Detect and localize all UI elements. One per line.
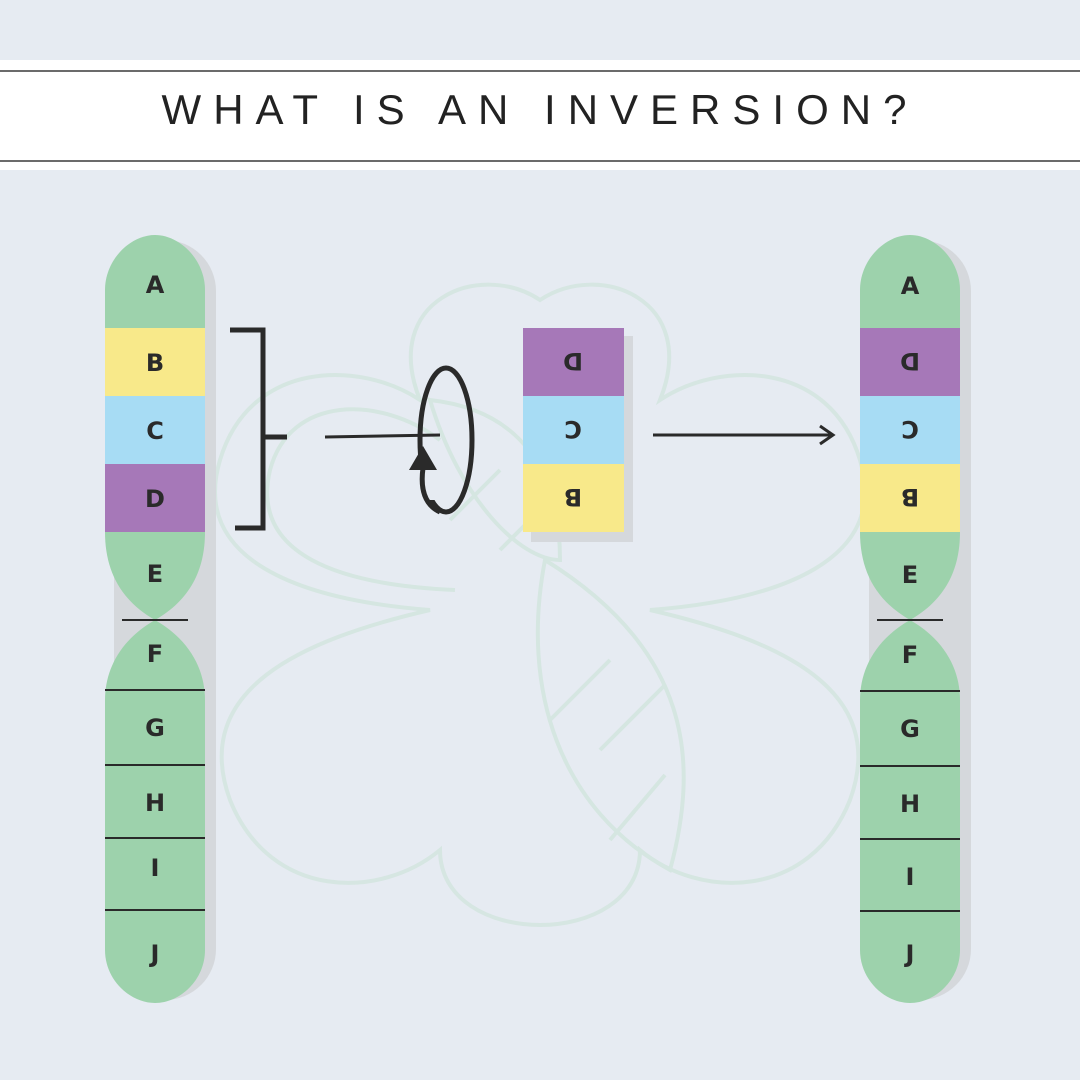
segment-D (860, 328, 960, 396)
gene-label: A (146, 271, 165, 299)
gene-label: H (900, 790, 920, 818)
segment-D (105, 464, 205, 532)
segment-C (105, 396, 205, 464)
gene-label: J (149, 940, 160, 968)
inverted-gene-label: B (901, 483, 919, 511)
chromosome-lower-arm (860, 620, 960, 1003)
chromosome-centromere-upper (860, 532, 960, 620)
chromosome-upper-arm (860, 235, 960, 330)
gene-label: C (146, 417, 164, 445)
segment-C (860, 396, 960, 464)
inverted-gene-label: C (564, 415, 582, 443)
gene-label: G (900, 715, 920, 743)
title-rule-top (0, 70, 1080, 72)
gene-label: F (147, 640, 163, 668)
gene-label: F (902, 641, 918, 669)
inverted-gene-label: D (900, 347, 920, 375)
inverted-gene-label: C (901, 415, 919, 443)
original-chromosome: A B C D E F G H I J (105, 235, 216, 1003)
inverted-segment-D (523, 328, 624, 396)
inverted-segment-C (523, 396, 624, 464)
inverted-gene-label: D (563, 347, 583, 375)
gene-label: A (901, 272, 920, 300)
segment-B (860, 464, 960, 532)
inverted-block: D C B (523, 328, 633, 542)
segment-B (105, 328, 205, 396)
inverted-gene-label: B (564, 483, 582, 511)
gene-label: I (151, 854, 160, 882)
gene-label: G (145, 714, 165, 742)
rotate-arrow-icon (405, 365, 475, 515)
chromosome-upper-arm (105, 235, 205, 330)
gene-label: E (902, 561, 918, 589)
page-title: WHAT IS AN INVERSION? (161, 86, 919, 133)
chromosome-centromere-upper (105, 532, 205, 620)
gene-label: B (146, 349, 164, 377)
right-arrow-icon (653, 424, 836, 446)
inverted-segment-B (523, 464, 624, 532)
gene-label: I (906, 863, 915, 891)
connector-line (324, 433, 441, 439)
result-chromosome: A D C B E F G H I J (860, 235, 971, 1003)
gene-label: J (904, 940, 915, 968)
bracket-icon (230, 327, 287, 531)
chromosome-lower-arm (105, 620, 205, 1003)
gene-label: D (145, 485, 165, 513)
gene-label: E (147, 560, 163, 588)
gene-label: H (145, 789, 165, 817)
title-rule-bottom (0, 160, 1080, 162)
title-band (0, 60, 1080, 170)
